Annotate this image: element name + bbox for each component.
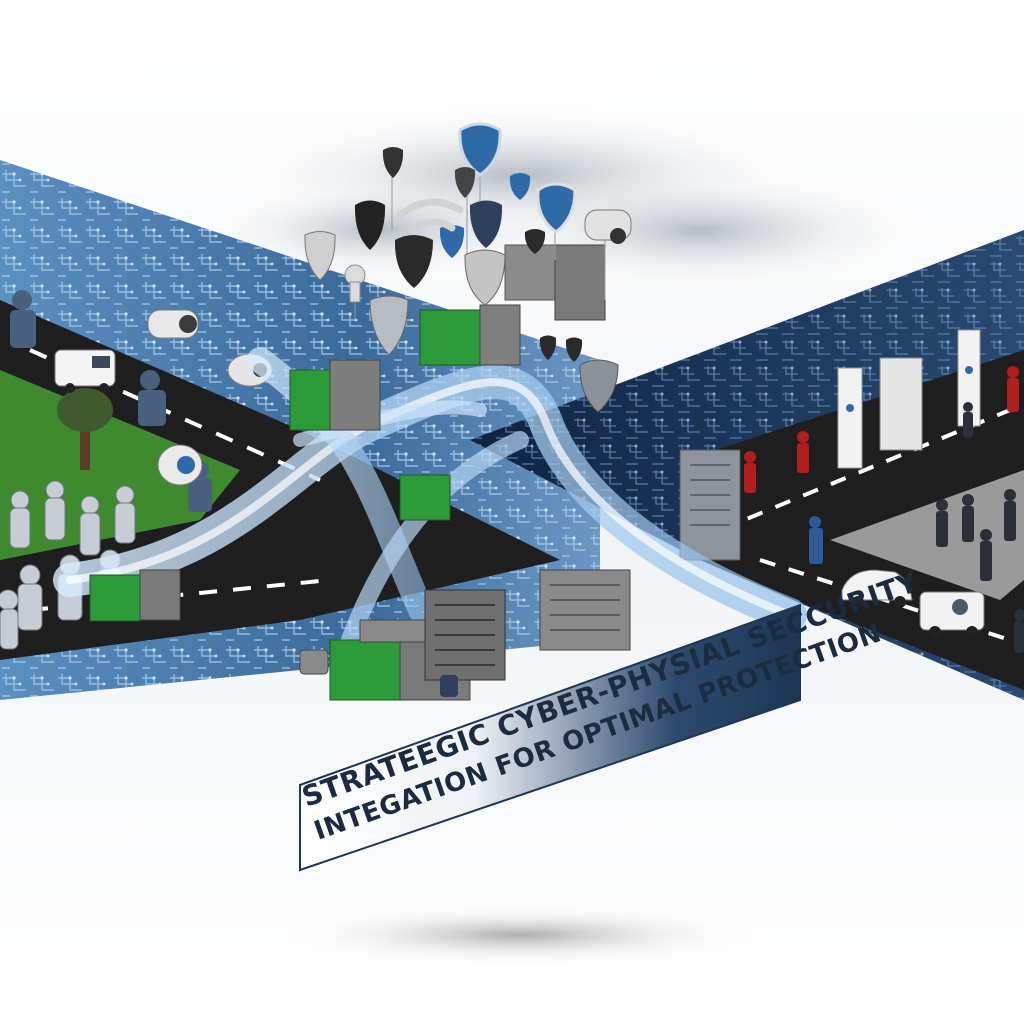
shield-icon	[536, 182, 577, 234]
robot-figures	[10, 290, 212, 512]
camera-icon	[584, 209, 632, 244]
server-icon	[89, 244, 631, 701]
shield-icon	[469, 200, 503, 248]
shield-icon	[524, 229, 546, 254]
right-city-panel	[470, 230, 1024, 700]
shield-icon	[394, 235, 433, 288]
vehicle-icon	[841, 569, 913, 608]
camera-icon	[147, 309, 199, 339]
tree	[57, 388, 113, 470]
shield-icon	[579, 359, 619, 413]
floating-security-icons	[299, 122, 632, 697]
vehicle-icon	[54, 349, 116, 393]
shield-icon	[369, 295, 409, 356]
security-guard-icon	[744, 366, 1024, 653]
lock-icon	[299, 649, 458, 697]
security-gate	[837, 329, 981, 469]
shield-icon	[509, 173, 531, 200]
shield-icon	[354, 200, 386, 250]
shield-icon	[539, 335, 557, 360]
shield-icon	[304, 231, 336, 281]
vehicle-icon	[919, 591, 985, 638]
shield-icon	[565, 337, 583, 362]
shield-icon	[382, 147, 404, 178]
building	[679, 449, 741, 561]
camera-icon	[157, 444, 203, 486]
lock-icon	[344, 264, 366, 303]
sidewalk	[830, 470, 1024, 600]
floor-shadow	[280, 905, 760, 965]
shield-icon	[464, 249, 506, 306]
wifi-icon	[396, 198, 464, 234]
shield-icon	[454, 167, 476, 198]
shield-icon	[458, 122, 502, 177]
shield-icon	[439, 225, 465, 258]
